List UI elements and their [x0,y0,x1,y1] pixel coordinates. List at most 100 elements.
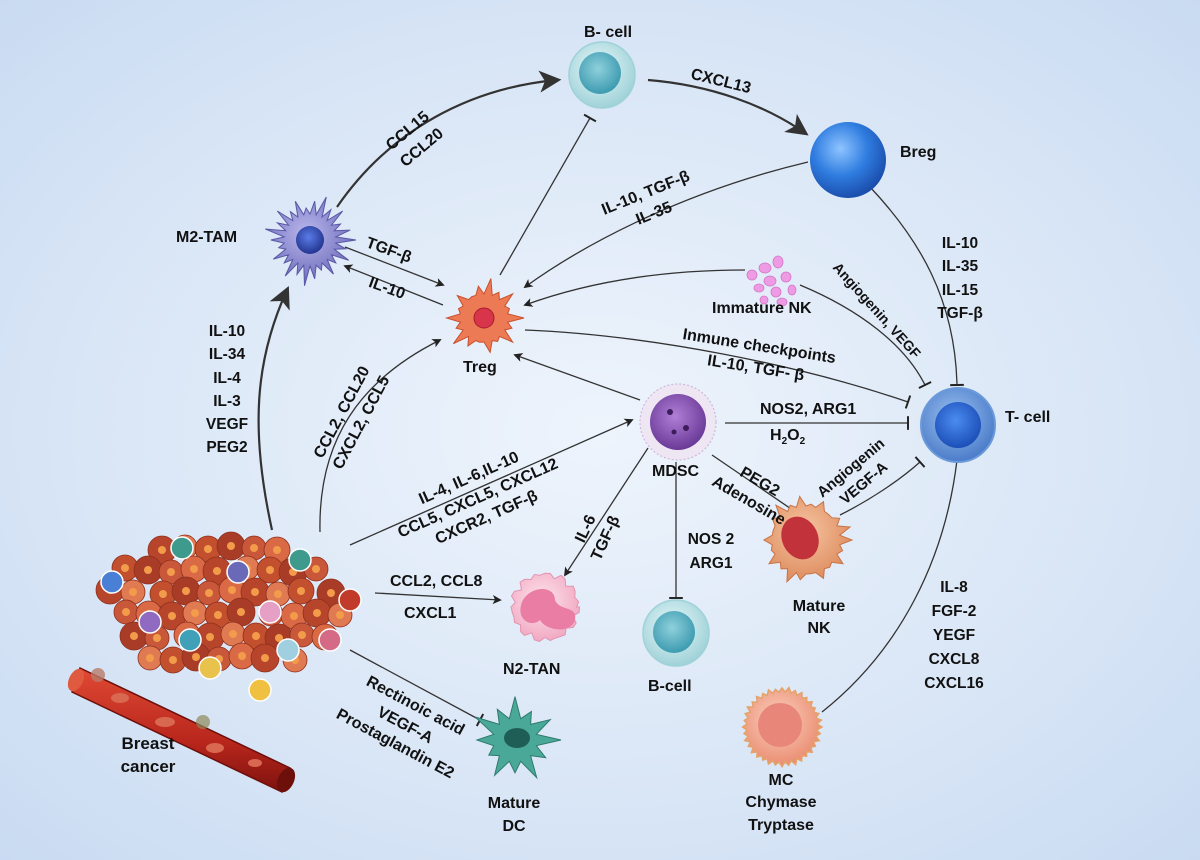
mature-nk-line1: Mature [792,598,846,615]
mature-dc-label: Mature DC [474,792,554,838]
tumor-cell-nucleus [297,587,305,595]
inhibit-tumor-to-dc [349,649,485,727]
mature-dc-line2: DC [502,818,526,836]
arrow-m2-to-bcell [336,70,562,208]
tumor-cell-nucleus [266,566,274,574]
mc-line2: Chymase [745,794,817,812]
tumor-cell-nucleus [169,656,177,664]
tumor-cell-nucleus [153,634,161,642]
tumor-cell-nucleus [205,589,213,597]
mdsc-label: MDSC [652,463,700,480]
tumor-cell-nucleus [237,608,245,616]
tumor-cell-nucleus [261,654,269,662]
edge-label-h2o2: H2O2 [770,426,805,449]
tumor-cell-nucleus [204,545,212,553]
tumor-cell-nucleus [312,565,320,573]
breast-cancer-line2: cancer [120,756,176,776]
mc-graphic [741,686,824,769]
tumor-cell-nucleus [213,567,221,575]
edge-mc-tcell-line1: IL-8 [940,579,968,596]
edge-label-mdsc-to-tcell: NOS2, ARG1 [760,401,857,418]
tumor-cell-nucleus [273,546,281,554]
inhibit-breg-to-tcell [869,186,964,387]
mc-line3: Tryptase [748,816,814,834]
edge-mc-tcell-line2: FGF-2 [931,603,977,621]
edge-breg-tcell-line1: IL-10 [941,235,979,252]
edge-label-mc-to-tcell: IL-8 FGF-2 YEGF CXCL8 CXCL16 [914,576,994,696]
infiltrating-immune-cell [318,628,342,652]
tumor-cell-nucleus [274,590,282,598]
edge-label-tumor-to-n2tan-2: CXCL1 [404,605,457,622]
edge-label-breg-to-tcell: IL-10 IL-35 IL-15 TGF-β [925,232,995,325]
arrow-tumor-to-mdsc [349,418,634,546]
tumor-cell-nucleus [336,611,344,619]
mdsc-graphic [639,383,717,461]
edge-tumor-m2-line2: IL-34 [208,346,246,364]
infiltrating-immune-cell [288,548,312,572]
edge-mc-tcell-line5: CXCL16 [924,675,984,693]
infiltrating-immune-cell [138,610,162,634]
infiltrating-immune-cell [338,588,362,612]
tumor-cell-nucleus [182,587,190,595]
breast-cancer-line1: Breast [121,734,175,753]
breast-cancer-label: Breast cancer [108,733,188,779]
b-cell-bottom-graphic [642,599,710,667]
tumor-cell-nucleus [327,589,335,597]
infiltrating-immune-cell [226,560,250,584]
mature-nk-line2: NK [807,619,831,637]
blood-vessel [67,666,296,794]
h2o2-sub2: 2 [799,436,806,448]
infiltrating-immune-cell [276,638,300,662]
arrow-m2-to-treg [344,246,445,287]
breast-cancer-graphic [67,531,362,794]
m2-tam-label: M2-TAM [176,229,238,246]
infiltrating-immune-cell [198,656,222,680]
mature-nk-label: Mature NK [786,596,852,639]
edge-tumor-m2-line4: IL-3 [213,392,241,410]
inhibit-treg-to-tcell [524,329,912,409]
tumor-cell-nucleus [159,590,167,598]
inhibit-mdsc-to-nk [711,454,805,522]
n2-tan-label: N2-TAN [503,661,561,678]
infiltrating-immune-cell [100,570,124,594]
h2o2-o: O [787,427,800,444]
tumor-cell-nucleus [206,633,214,641]
inhibit-nk-to-tcell [839,456,926,516]
inhibit-immnk-to-tcell [799,284,932,389]
tumor-cell-nucleus [191,609,199,617]
tumor-cell-nucleus [168,612,176,620]
tumor-cell-nucleus [192,653,200,661]
edge-tumor-m2-line5: VEGF [205,416,249,433]
tumor-cell-nucleus [167,568,175,576]
tumor-cell-nucleus [229,630,237,638]
treg-label: Treg [463,359,497,376]
infiltrating-immune-cell [170,536,194,560]
arrow-breg-to-treg [523,161,809,289]
t-cell-label: T- cell [1005,409,1051,426]
b-cell-bottom-label: B-cell [648,678,692,695]
mc-line1: MC [768,772,794,789]
edge-label-mdsc-to-bcell: NOS 2 ARG1 [676,528,746,576]
tumor-cell-nucleus [214,611,222,619]
inhibit-mc-to-tcell [821,458,964,713]
tumor-cell-nucleus [228,586,236,594]
edge-label-tumor-to-n2tan-1: CCL2, CCL8 [390,573,483,590]
tumor-cell-nucleus [146,654,154,662]
tumor-cell-nucleus [238,652,246,660]
tumor-cell-nucleus [313,609,321,617]
mc-label: MC Chymase Tryptase [735,770,827,837]
immature-nk-label: Immature NK [712,300,812,317]
tumor-cell-nucleus [129,588,137,596]
edge-breg-tcell-line4: TGF-β [937,304,983,322]
breg-label: Breg [900,144,937,161]
arrow-tumor-to-treg [319,339,442,533]
arrow-mdsc-to-n2tan [564,447,649,577]
infiltrating-immune-cell [248,678,272,702]
edge-mdsc-bcell-line2: ARG1 [689,555,733,573]
breg-graphic [810,122,886,198]
b-cell-top-label: B- cell [584,24,633,41]
arrow-treg-to-m2 [343,264,444,306]
immature-nk-graphic [746,255,797,307]
edge-breg-tcell-line2: IL-35 [941,258,979,276]
